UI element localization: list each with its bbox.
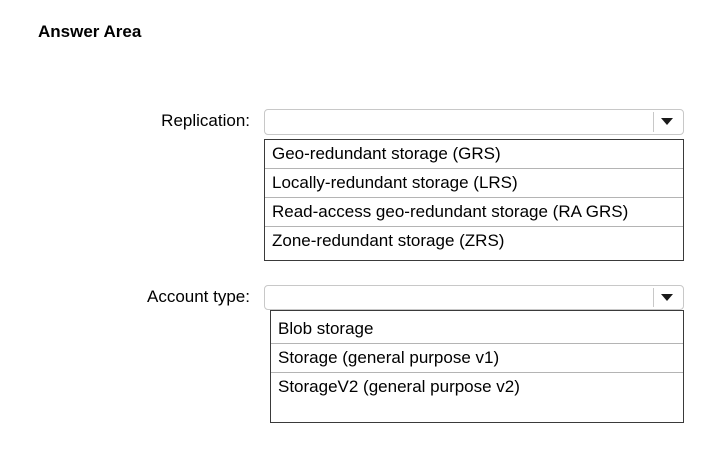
replication-option-grs[interactable]: Geo-redundant storage (GRS) [265, 140, 683, 169]
account-type-dropdown[interactable] [264, 285, 684, 310]
caret-down-icon-shape [661, 118, 673, 125]
account-type-label: Account type: [146, 287, 250, 306]
replication-dropdown[interactable] [264, 109, 684, 135]
replication-option-zrs[interactable]: Zone-redundant storage (ZRS) [272, 231, 505, 250]
replication-options: Geo-redundant storage (GRS) Locally-redu… [264, 139, 684, 261]
replication-option-ra-grs[interactable]: Read-access geo-redundant storage (RA GR… [265, 198, 683, 227]
account-type-options: Blob storage Storage (general purpose v1… [270, 310, 684, 423]
replication-option-lrs[interactable]: Locally-redundant storage (LRS) [265, 169, 683, 198]
caret-down-icon[interactable] [653, 112, 680, 132]
caret-down-icon-shape [661, 293, 673, 301]
account-type-option-general-purpose-v1[interactable]: Storage (general purpose v1) [271, 344, 683, 373]
caret-down-icon[interactable] [653, 288, 680, 307]
replication-label: Replication: [161, 111, 250, 130]
answer-area-title: Answer Area [38, 22, 142, 41]
account-type-option-blob-storage[interactable]: Blob storage [271, 315, 683, 344]
account-type-option-general-purpose-v2[interactable]: StorageV2 (general purpose v2) [278, 377, 520, 396]
